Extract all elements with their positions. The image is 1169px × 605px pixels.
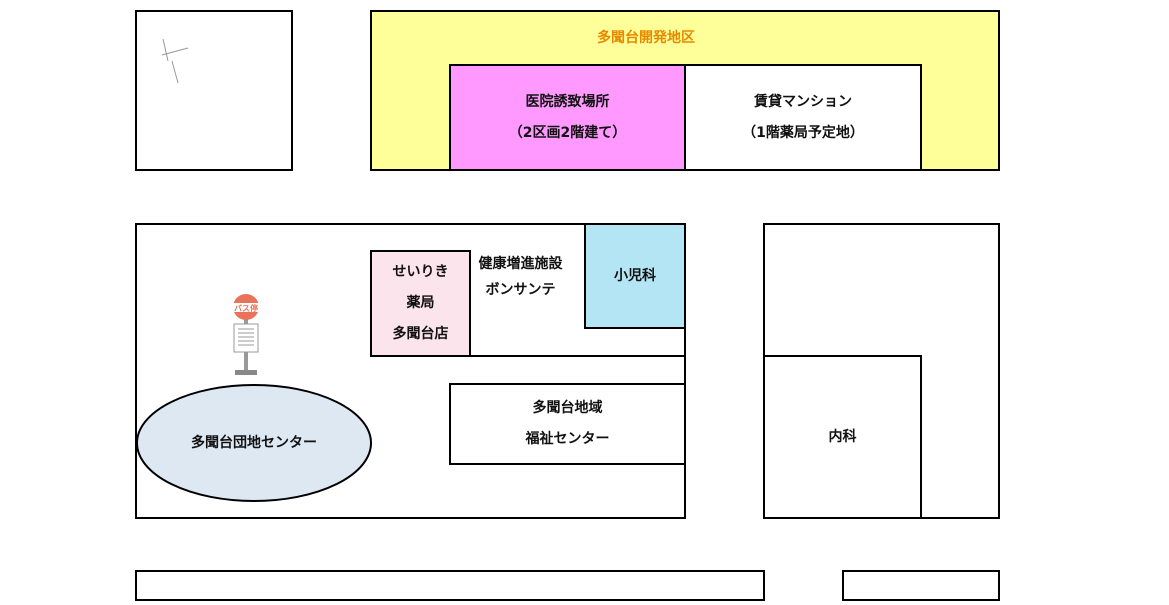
bus-stop-icon: バス停	[233, 294, 259, 375]
block-bottom-right	[842, 570, 1000, 601]
bus-stop-sign-text: バス停	[234, 303, 258, 313]
pediatrics	[584, 223, 686, 329]
pharmacy	[370, 250, 471, 357]
rental-mansion	[684, 64, 922, 171]
block-top-left	[135, 10, 293, 171]
internal-medicine	[763, 355, 922, 519]
danchi-center	[136, 384, 372, 502]
north-arrow-icon	[161, 38, 189, 84]
health-facility-boundary	[470, 355, 686, 357]
block-notch	[137, 225, 370, 249]
block-bottom-left	[135, 570, 765, 601]
welfare-center	[449, 383, 686, 465]
clinic-site	[449, 64, 686, 171]
